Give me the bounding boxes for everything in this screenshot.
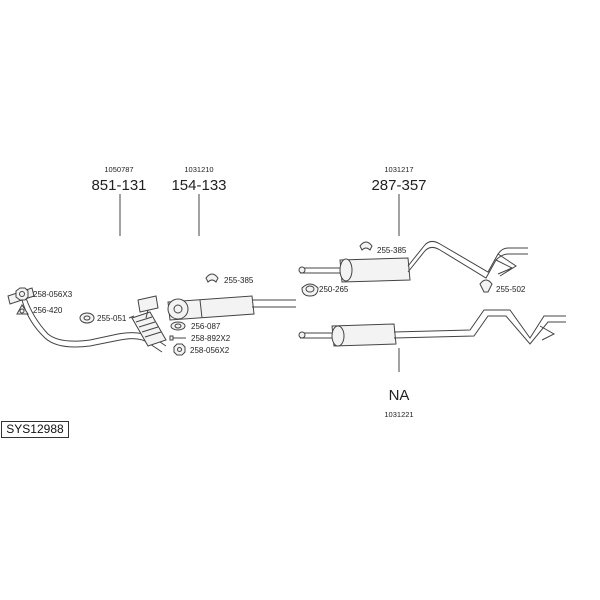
rear-pipe-upper bbox=[298, 240, 528, 283]
rubber-hanger-icon bbox=[205, 273, 219, 283]
part-label[interactable]: 255-051 bbox=[97, 314, 127, 323]
part-label[interactable]: 255-502 bbox=[496, 285, 526, 294]
front-pipe bbox=[7, 287, 167, 353]
part-label[interactable]: 258-056X2 bbox=[190, 346, 230, 355]
gasket-icon bbox=[16, 304, 29, 315]
system-code-label: SYS12988 bbox=[1, 421, 69, 438]
middle-silencer bbox=[167, 295, 296, 321]
part-label[interactable]: 255-385 bbox=[377, 246, 407, 255]
assembly-ref: 1031221 bbox=[384, 410, 413, 419]
part-label[interactable]: 250-265 bbox=[319, 285, 349, 294]
assembly-part-number[interactable]: 154-133 bbox=[171, 177, 226, 194]
assembly-ref: 1031210 bbox=[184, 165, 213, 174]
part-label[interactable]: 258-892X2 bbox=[191, 334, 231, 343]
part-label[interactable]: 256-087 bbox=[191, 322, 221, 331]
part-label[interactable]: 256-420 bbox=[33, 306, 63, 315]
assembly-part-number[interactable]: 851-131 bbox=[91, 177, 146, 194]
nut-icon bbox=[15, 287, 29, 301]
clamp-icon bbox=[301, 283, 319, 297]
part-label[interactable]: 258-056X3 bbox=[33, 290, 73, 299]
bolt-icon bbox=[169, 335, 186, 341]
leader-line bbox=[128, 315, 135, 319]
assembly-part-number[interactable]: 287-357 bbox=[371, 177, 426, 194]
nut-icon bbox=[173, 343, 186, 356]
gasket-icon bbox=[170, 321, 186, 331]
rear-pipe-lower bbox=[298, 309, 566, 347]
rubber-hanger-icon bbox=[359, 241, 373, 251]
part-label[interactable]: 255-385 bbox=[224, 276, 254, 285]
assembly-ref: 1050787 bbox=[104, 165, 133, 174]
clamp-icon bbox=[79, 312, 95, 324]
assembly-ref: 1031217 bbox=[384, 165, 413, 174]
assembly-part-number[interactable]: NA bbox=[389, 387, 410, 404]
rubber-hanger-icon bbox=[479, 279, 493, 293]
